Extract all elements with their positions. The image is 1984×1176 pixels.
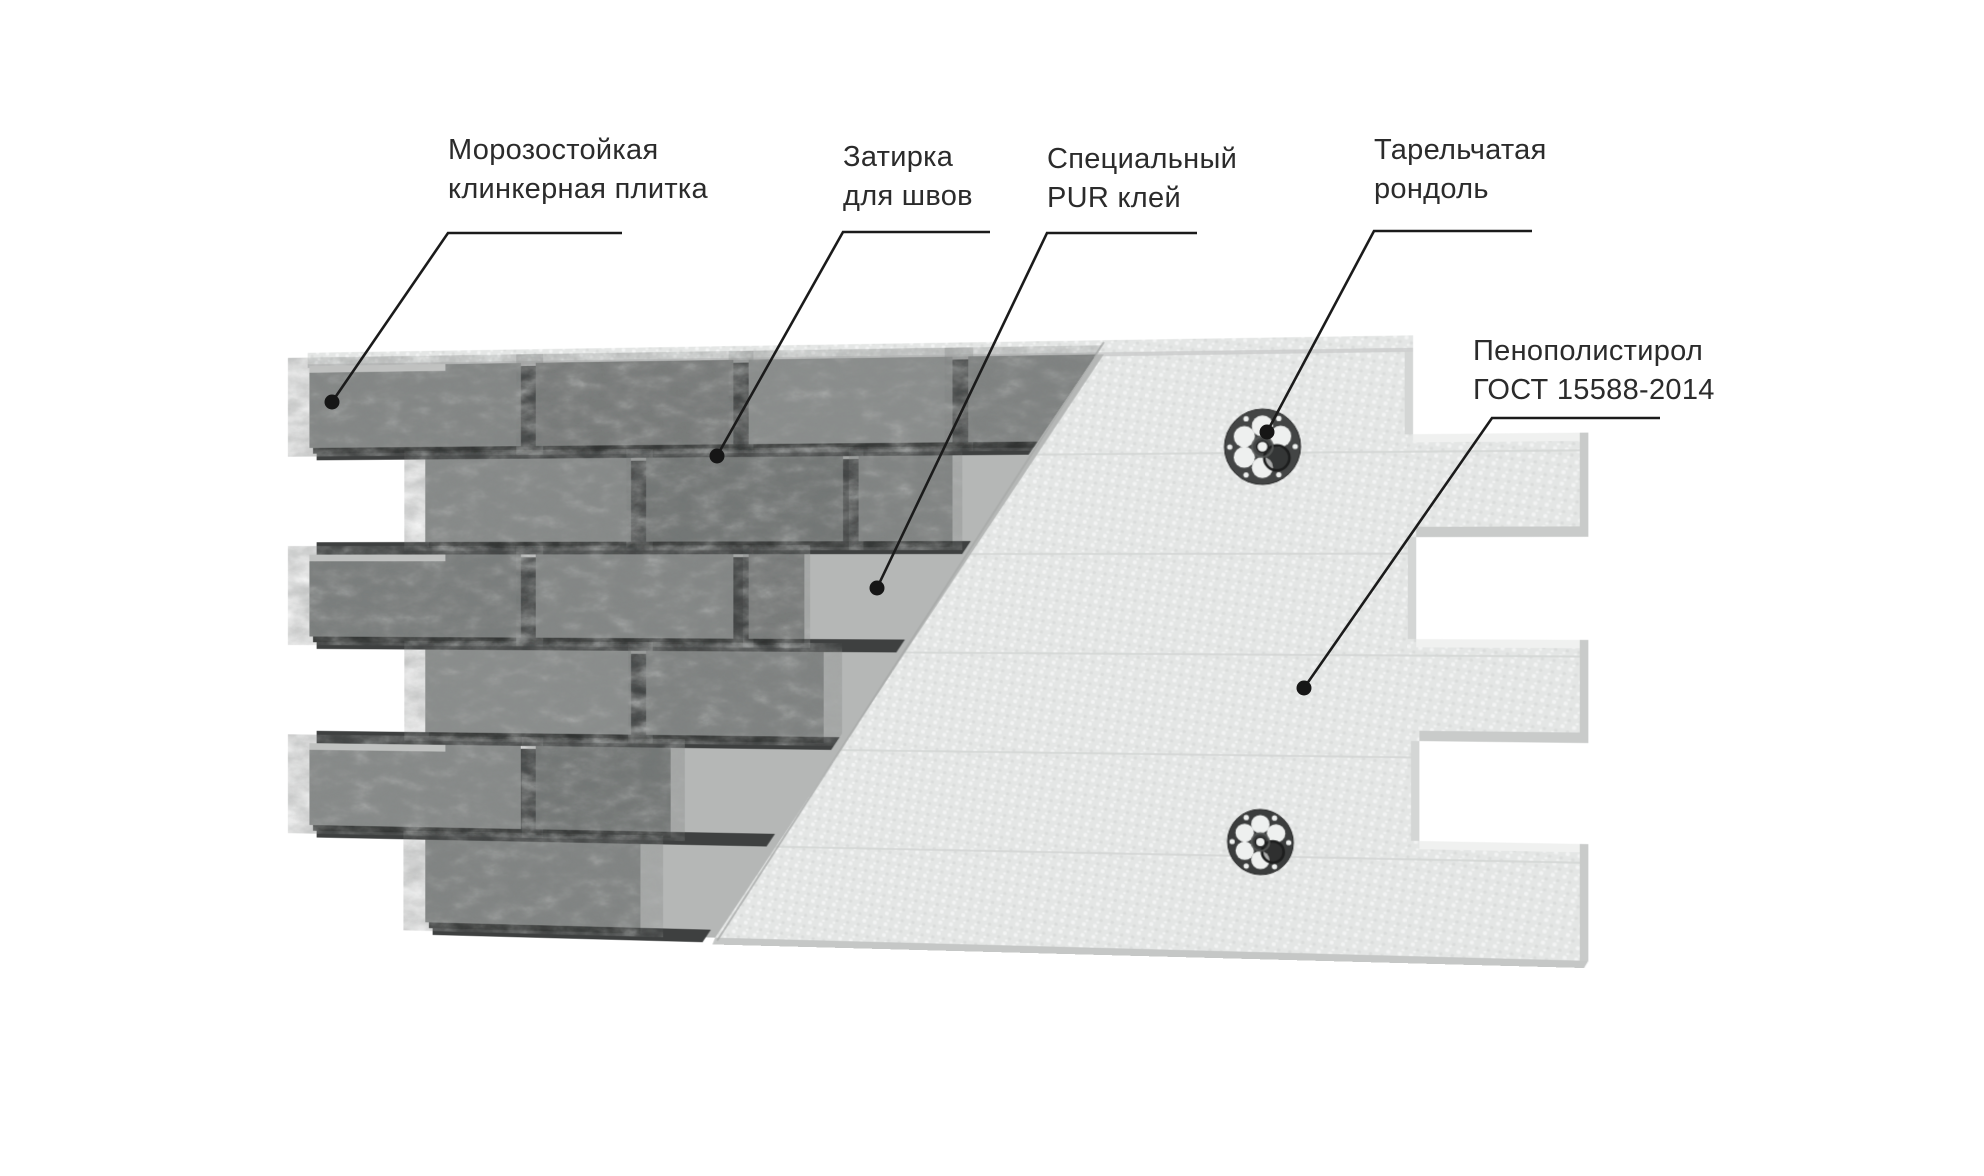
- clinker-tile: [646, 651, 824, 737]
- clinker-tile: [425, 650, 631, 735]
- clinker-tile: [646, 456, 843, 541]
- panel-perspective-wrapper: [73, 0, 1984, 1176]
- clinker-tile: [859, 455, 953, 541]
- clinker-tile: [309, 743, 520, 829]
- clinker-tile: [749, 554, 805, 639]
- clinker-tile: [536, 554, 734, 638]
- clinker-tile: [536, 746, 671, 832]
- rondel-lower: [1228, 809, 1294, 875]
- clinker-tile: [425, 840, 640, 928]
- clinker-tile: [536, 360, 734, 446]
- rondel-upper: [1224, 409, 1300, 485]
- clinker-tile: [309, 554, 520, 637]
- thermal-panel-diagram: Морозостойкая клинкерная плитка Затирка …: [0, 0, 1984, 1134]
- tile-underside-shadow: [429, 541, 953, 548]
- clinker-tile: [309, 363, 520, 448]
- tile-top-face: [309, 554, 445, 561]
- clinker-tile: [425, 458, 631, 542]
- clinker-tile: [749, 357, 953, 445]
- thermal-panel-illustration: [73, 0, 1984, 1176]
